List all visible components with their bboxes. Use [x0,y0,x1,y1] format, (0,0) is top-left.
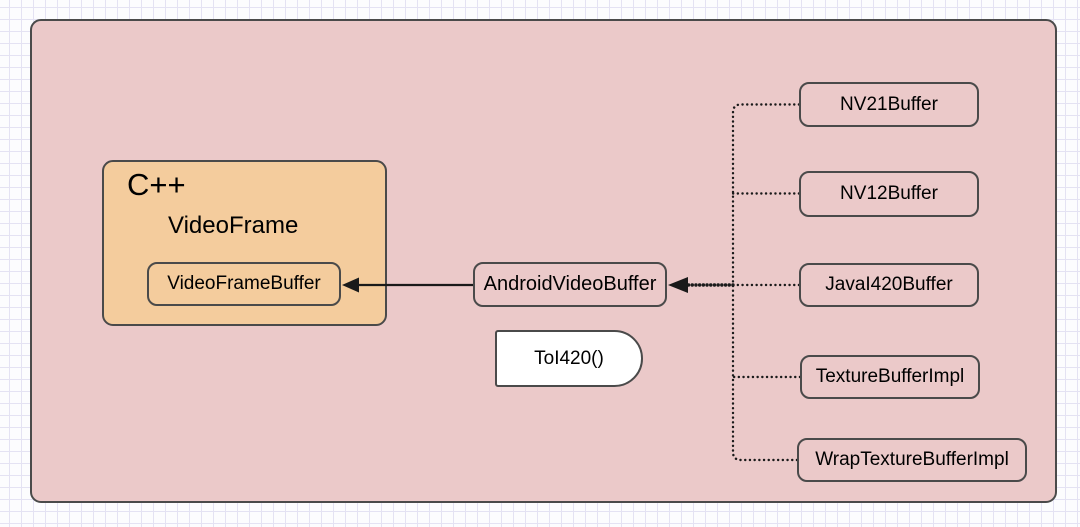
node-nv12buffer: NV12Buffer [799,171,979,217]
videoframe-class-label: VideoFrame [168,212,299,239]
cpp-language-label: C++ [127,167,186,202]
node-nv21buffer: NV21Buffer [799,82,979,127]
node-androidvideobuffer: AndroidVideoBuffer [473,262,667,307]
node-wraptexturebufferimpl: WrapTextureBufferImpl [797,438,1027,482]
node-texturebufferimpl: TextureBufferImpl [800,355,980,399]
node-videoframebuffer: VideoFrameBuffer [147,262,341,306]
node-toi420-method: ToI420() [495,330,643,387]
node-javai420buffer: JavaI420Buffer [799,263,979,307]
